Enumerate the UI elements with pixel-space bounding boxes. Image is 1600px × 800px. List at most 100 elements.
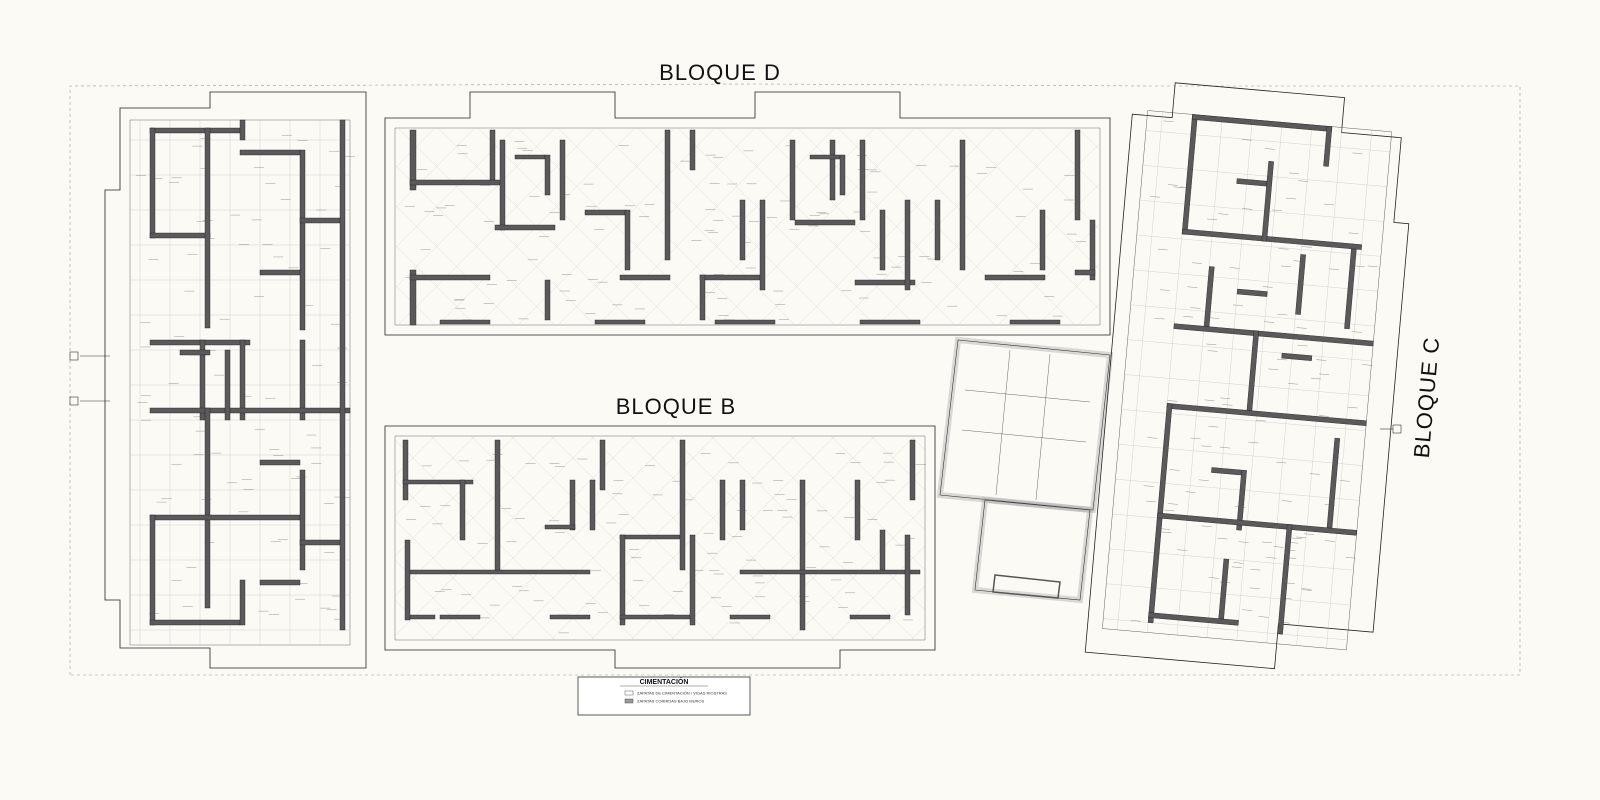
foundation-wall — [569, 479, 576, 531]
foundation-wall — [934, 199, 941, 261]
foundation-wall — [204, 127, 211, 329]
tag-underline — [1316, 359, 1327, 361]
foundation-wall — [879, 209, 886, 271]
diagonal-hatch — [830, 435, 926, 531]
tag-underline — [1242, 609, 1253, 611]
foundation-wall — [854, 479, 861, 541]
tag-underline — [1229, 267, 1240, 269]
tag-underline — [1233, 304, 1243, 306]
foundation-wall — [689, 534, 696, 626]
tag-underline — [1191, 262, 1202, 264]
tag-underline — [1220, 397, 1231, 399]
diagonal-hatch — [957, 127, 1101, 271]
diagonal-hatch — [394, 204, 516, 326]
foundation-wall — [544, 279, 551, 321]
foundation-wall — [789, 139, 796, 221]
diagonal-hatch — [717, 127, 916, 326]
foundation-wall — [584, 209, 626, 216]
tag-underline — [1309, 473, 1320, 475]
tag-underline — [1173, 186, 1184, 188]
tag-underline — [1187, 286, 1198, 288]
grid-line — [1206, 119, 1253, 638]
tag-underline — [1241, 139, 1252, 141]
diagonal-hatch — [394, 479, 556, 641]
tag-underline — [1367, 265, 1378, 268]
tag-underline — [1301, 589, 1312, 591]
tag-underline — [1201, 525, 1212, 527]
tag-underline — [1277, 314, 1288, 316]
tag-underline — [1288, 542, 1299, 544]
foundation-wall — [149, 127, 241, 134]
foundation-wall — [984, 274, 1046, 281]
diagonal-hatch — [997, 222, 1101, 326]
tag-underline — [1190, 307, 1201, 309]
tag-underline — [1324, 504, 1335, 506]
foundation-wall — [409, 274, 491, 281]
tag-underline — [1159, 289, 1170, 291]
diagonal-hatch — [394, 127, 556, 289]
tag-underline — [1324, 540, 1335, 542]
foundation-wall — [739, 479, 746, 531]
foundation-wall — [259, 579, 301, 586]
foundation-wall — [599, 439, 606, 491]
tag-underline — [1220, 581, 1231, 584]
tag-underline — [1130, 620, 1141, 622]
foundation-wall — [409, 269, 417, 326]
legend-title: CIMENTACIÓN — [640, 677, 689, 686]
tag-underline — [1214, 469, 1225, 472]
foundation-wall — [904, 534, 911, 616]
foundation-wall — [239, 579, 246, 626]
foundation-wall — [409, 179, 501, 186]
foundation-wall — [714, 319, 776, 325]
foundation-wall — [224, 349, 231, 421]
foundation-wall — [739, 569, 921, 575]
tag-underline — [1354, 265, 1365, 267]
foundation-wall — [149, 514, 156, 626]
tag-underline — [1249, 587, 1260, 589]
tag-underline — [1281, 357, 1292, 360]
foundation-wall — [594, 319, 646, 325]
tag-underline — [1209, 317, 1220, 319]
block-d-plan — [384, 91, 1111, 336]
diagonal-hatch — [910, 435, 926, 451]
tag-underline — [1262, 541, 1273, 544]
tag-underline — [1286, 557, 1297, 559]
tag-underline — [1233, 562, 1244, 564]
grid-line — [1326, 130, 1372, 649]
foundation-wall — [204, 407, 211, 609]
foundation-wall — [849, 614, 891, 620]
foundation-wall — [1148, 612, 1239, 626]
tag-underline — [1351, 331, 1362, 333]
foundation-wall — [854, 279, 916, 286]
diagonal-hatch — [477, 127, 676, 326]
foundation-wall — [549, 614, 591, 620]
foundation-wall — [149, 407, 351, 414]
tag-underline — [1288, 383, 1299, 385]
tag-underline — [1154, 317, 1165, 320]
foundation-wall — [514, 154, 546, 160]
tag-underline — [1271, 209, 1282, 211]
foundation-wall — [299, 149, 306, 331]
foundation-wall — [839, 154, 846, 196]
tag-underline — [1143, 485, 1154, 487]
tag-underline — [1164, 509, 1175, 512]
foundation-wall — [409, 129, 417, 191]
foundation-wall — [199, 339, 206, 421]
diagonal-hatch — [870, 435, 926, 491]
grid-line — [1139, 200, 1384, 222]
tag-underline — [1278, 248, 1289, 250]
diagonal-hatch — [750, 465, 926, 641]
tag-underline — [1207, 218, 1218, 221]
tag-underline — [1303, 533, 1314, 535]
foundation-wall — [1326, 437, 1341, 529]
foundation-wall — [879, 529, 886, 571]
foundation-wall — [339, 119, 346, 631]
foundation-wall — [489, 129, 496, 181]
foundation-wall — [239, 149, 301, 156]
foundation-wall — [299, 469, 306, 571]
diagonal-hatch — [630, 435, 836, 641]
grid-line — [1296, 127, 1343, 646]
tag-underline — [1291, 537, 1302, 539]
tag-underline — [1161, 531, 1172, 533]
foundation-wall — [1281, 352, 1313, 361]
